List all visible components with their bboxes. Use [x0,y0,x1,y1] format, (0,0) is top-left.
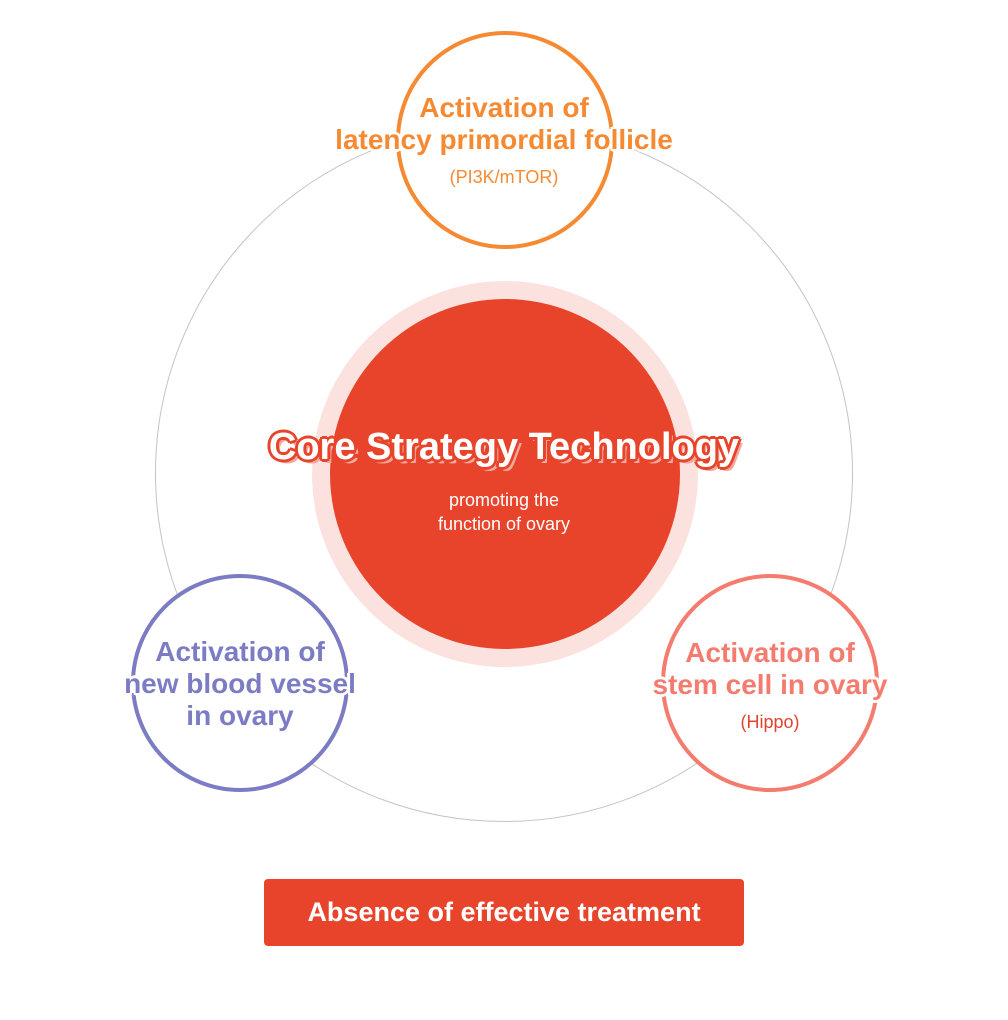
node-title-line: new blood vessel [124,668,356,699]
node-pathway: (PI3K/mTOR) [449,167,559,187]
node-stem-cell [661,574,879,792]
node-primordial-follicle [396,31,614,249]
node-pathway: (Hippo) [740,712,800,732]
node-title-line: stem cell in ovary [652,669,888,700]
node-blood-vessel [131,574,349,792]
core-title: Core Strategy Technology [268,426,740,468]
node-title-line: Activation of [419,92,589,123]
node-title-line: Activation of [685,637,855,668]
node-title-line: in ovary [186,700,294,731]
node-title-line: Activation of [155,636,325,667]
node-primordial-follicle-label: Activation of latency primordial follicl… [254,92,754,188]
core-subtitle: promoting the function of ovary [354,488,654,536]
core-subtitle-line: promoting the [448,490,560,510]
core-subtitle-line: function of ovary [437,514,571,534]
node-title-line: latency primordial follicle [335,124,673,155]
absence-of-treatment-banner: Absence of effective treatment [264,879,744,946]
core-circle [330,299,680,649]
node-stem-cell-label: Activation of stem cell in ovary (Hippo) [570,637,970,733]
node-blood-vessel-label: Activation of new blood vessel in ovary [40,636,440,732]
